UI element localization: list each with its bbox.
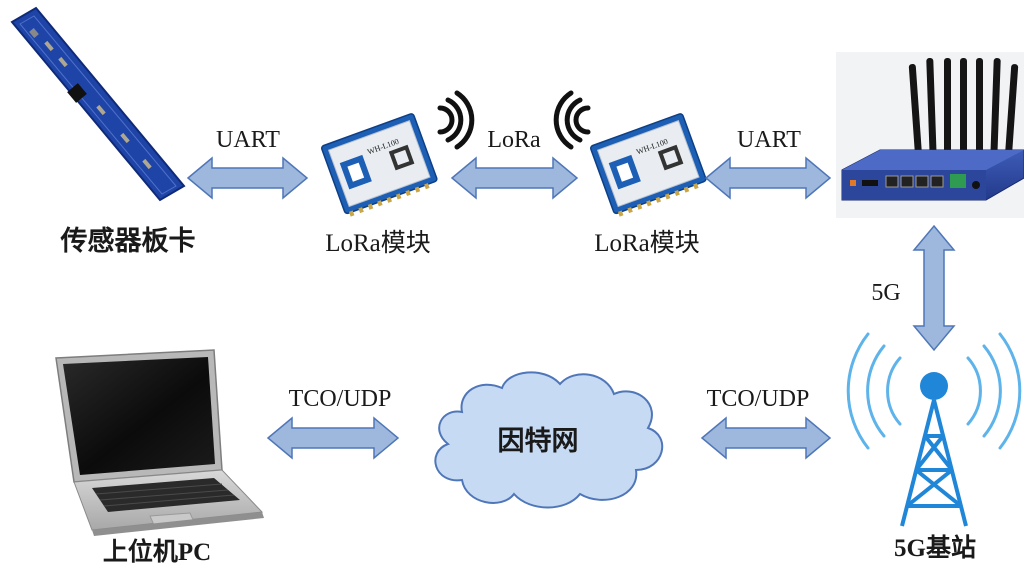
sensor-board-image [10, 6, 186, 202]
link-label-tcp-left: TCO/UDP [289, 386, 392, 412]
link-label-uart-right: UART [737, 127, 801, 153]
lora-module-label-2: LoRa模块 [594, 229, 700, 257]
lora-module-label-1: LoRa模块 [325, 229, 431, 257]
double-arrow-lora [450, 156, 579, 200]
link-label-tcp-right: TCO/UDP [707, 386, 810, 412]
double-arrow-uart-left [186, 156, 309, 200]
base-station-label: 5G基站 [894, 534, 976, 562]
laptop-image [55, 349, 264, 536]
double-arrow-tcp-right [700, 416, 832, 460]
host-pc-label: 上位机PC [103, 537, 211, 566]
wireless-signal-icon-left [553, 90, 591, 150]
lora-module-image-1 [321, 113, 438, 217]
double-arrow-uart-right [704, 156, 832, 200]
internet-label: 因特网 [498, 426, 579, 456]
sensor-board-label: 传感器板卡 [60, 225, 196, 256]
link-label-lora: LoRa [487, 127, 541, 153]
wireless-signal-icon-right [437, 90, 475, 150]
double-arrow-tcp-left [266, 416, 400, 460]
router-image [836, 52, 1024, 218]
double-arrow-5g [912, 224, 956, 352]
internet-cloud-icon [434, 371, 664, 509]
base-station-image [846, 332, 1022, 527]
lora-module-image-2 [590, 113, 707, 217]
link-label-uart-left: UART [216, 127, 280, 153]
link-label-5g: 5G [871, 280, 900, 306]
